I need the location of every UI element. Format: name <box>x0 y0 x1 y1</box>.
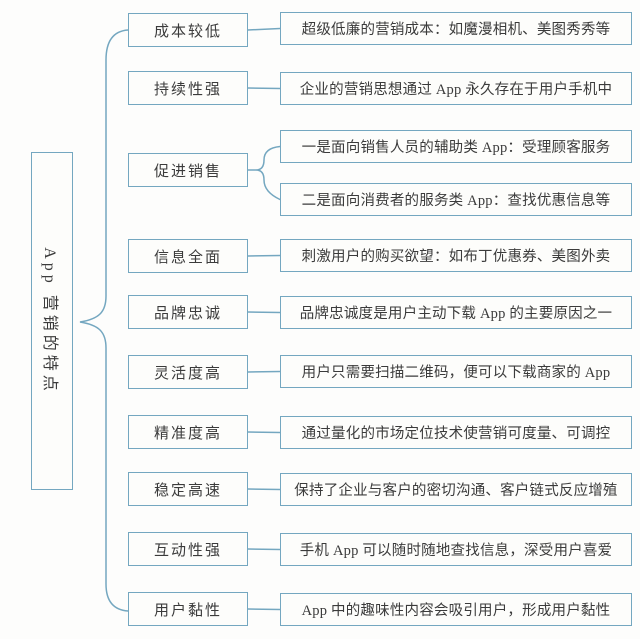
desc-label: 品牌忠诚度是用户主动下载 App 的主要原因之一 <box>299 306 613 322</box>
desc-node-interaction: 手机 App 可以随时随地查找信息，深受用户喜爱 <box>280 533 632 566</box>
branch-node-flexibility: 灵活度高 <box>128 355 248 389</box>
branch-label: 促进销售 <box>153 163 222 180</box>
connector-7 <box>247 488 281 491</box>
desc-label: 企业的营销思想通过 App 永久存在于用户手机中 <box>299 82 613 98</box>
branch-label: 灵活度高 <box>153 365 222 382</box>
branch-label: 互动性强 <box>153 542 222 559</box>
desc-node-stability: 保持了企业与客户的密切沟通、客户链式反应增殖 <box>280 473 632 506</box>
branch-node-sales: 促进销售 <box>128 153 248 187</box>
connector-9 <box>247 608 281 611</box>
desc-node-information: 刺激用户的购买欲望：如布丁优惠券、美图外卖 <box>280 239 632 272</box>
branch-node-persistence: 持续性强 <box>128 71 248 105</box>
branch-node-precision: 精准度高 <box>128 415 248 449</box>
desc-label: App 中的趣味性内容会吸引用户，形成用户黏性 <box>301 603 611 619</box>
branch-node-interaction: 互动性强 <box>128 532 248 566</box>
desc-node-sales-2: 二是面向消费者的服务类 App：查找优惠信息等 <box>280 183 632 216</box>
branch-node-cost: 成本较低 <box>128 13 248 47</box>
branch-label: 品牌忠诚 <box>153 305 222 322</box>
desc-node-stickiness: App 中的趣味性内容会吸引用户，形成用户黏性 <box>280 593 632 626</box>
desc-label: 手机 App 可以随时随地查找信息，深受用户喜爱 <box>299 543 613 559</box>
desc-label: 刺激用户的购买欲望：如布丁优惠券、美图外卖 <box>301 249 611 265</box>
branch-node-stickiness: 用户黏性 <box>128 592 248 626</box>
root-brace <box>79 29 129 612</box>
branch-label: 稳定高速 <box>153 482 222 499</box>
connector-3 <box>247 254 281 257</box>
desc-node-flexibility: 用户只需要扫描二维码，便可以下载商家的 App <box>280 355 632 388</box>
desc-node-cost: 超级低廉的营销成本：如魔漫相机、美图秀秀等 <box>280 12 632 45</box>
connector-5 <box>247 370 281 373</box>
desc-label: 用户只需要扫描二维码，便可以下载商家的 App <box>301 365 611 381</box>
branch-label: 信息全面 <box>153 249 222 266</box>
desc-label: 二是面向消费者的服务类 App：查找优惠信息等 <box>301 193 611 209</box>
branch-label: 精准度高 <box>153 425 222 442</box>
desc-label: 通过量化的市场定位技术使营销可度量、可调控 <box>301 426 611 442</box>
branch-node-loyalty: 品牌忠诚 <box>128 295 248 329</box>
desc-node-persistence: 企业的营销思想通过 App 永久存在于用户手机中 <box>280 72 632 105</box>
connector-1 <box>247 87 281 90</box>
root-node: App 营销的特点 <box>31 152 73 490</box>
connector-8 <box>247 548 281 551</box>
branch-label: 成本较低 <box>153 23 222 40</box>
branch-label: 用户黏性 <box>153 602 222 619</box>
desc-node-precision: 通过量化的市场定位技术使营销可度量、可调控 <box>280 416 632 449</box>
connector-4 <box>247 311 281 314</box>
connector-6 <box>247 431 281 434</box>
connector-fork <box>247 145 281 201</box>
desc-label: 保持了企业与客户的密切沟通、客户链式反应增殖 <box>294 483 618 499</box>
desc-node-loyalty: 品牌忠诚度是用户主动下载 App 的主要原因之一 <box>280 296 632 329</box>
root-label: App 营销的特点 <box>41 247 58 395</box>
branch-label: 持续性强 <box>153 81 222 98</box>
desc-label: 一是面向销售人员的辅助类 App：受理顾客服务 <box>301 140 611 156</box>
branch-node-information: 信息全面 <box>128 239 248 273</box>
connector-0 <box>247 27 281 31</box>
branch-node-stability: 稳定高速 <box>128 472 248 506</box>
desc-node-sales-1: 一是面向销售人员的辅助类 App：受理顾客服务 <box>280 130 632 163</box>
desc-label: 超级低廉的营销成本：如魔漫相机、美图秀秀等 <box>301 22 611 38</box>
